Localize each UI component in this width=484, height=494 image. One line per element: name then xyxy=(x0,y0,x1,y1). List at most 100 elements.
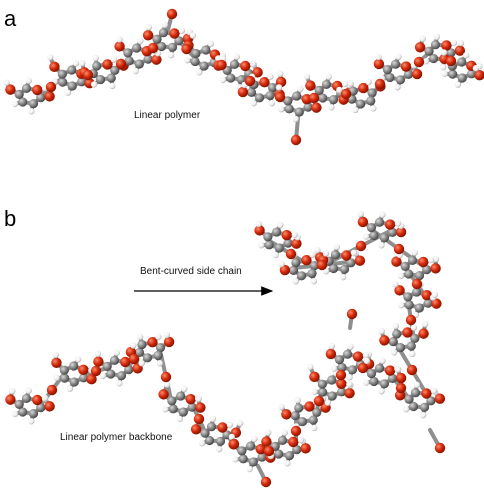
carbon-atom xyxy=(267,83,278,93)
hydrogen-atom xyxy=(209,415,217,423)
carbon-atom xyxy=(288,265,299,275)
carbon-atom xyxy=(410,333,420,344)
carbon-atom xyxy=(385,72,395,83)
carbon-atom xyxy=(419,402,430,412)
hydrogen-atom xyxy=(339,273,347,281)
hydrogen-atom xyxy=(167,51,175,59)
hydrogen-atom xyxy=(307,363,314,371)
hydrogen-atom xyxy=(333,243,341,251)
hydrogen-atom xyxy=(275,84,283,91)
oxygen-atom xyxy=(374,78,386,90)
carbon-atom xyxy=(369,376,379,387)
carbon-atom xyxy=(374,363,385,373)
oxygen-atom xyxy=(325,348,337,360)
oxygen-atom xyxy=(255,443,266,455)
oxygen-atom xyxy=(357,362,369,374)
carbon-atom xyxy=(334,355,345,365)
carbon-atom xyxy=(263,232,273,242)
oxygen-atom xyxy=(181,43,192,55)
carbon-atom xyxy=(403,69,414,79)
hydrogen-atom xyxy=(454,81,462,88)
carbon-atom xyxy=(152,34,162,44)
atom-layer xyxy=(3,8,484,488)
oxygen-atom xyxy=(166,8,178,20)
carbon-atom xyxy=(321,79,332,90)
carbon-atom xyxy=(400,261,410,272)
carbon-atom xyxy=(408,401,419,412)
carbon-atom xyxy=(330,250,341,260)
oxygen-atom xyxy=(291,238,302,249)
carbon-atom xyxy=(428,53,439,64)
carbon-atom xyxy=(403,292,413,302)
hydrogen-atom xyxy=(292,115,299,123)
carbon-atom xyxy=(132,43,142,53)
carbon-atom xyxy=(106,73,116,83)
hydrogen-atom xyxy=(11,100,19,108)
oxygen-atom xyxy=(261,436,272,447)
hydrogen-atom xyxy=(52,351,60,359)
hydrogen-atom xyxy=(378,242,385,249)
hydrogen-atom xyxy=(28,418,35,425)
oxygen-atom xyxy=(358,82,369,94)
hydrogen-atom xyxy=(325,73,332,80)
hydrogen-atom xyxy=(116,380,123,387)
hydrogen-atom xyxy=(219,76,227,84)
carbon-atom xyxy=(137,339,147,350)
oxygen-atom xyxy=(357,216,369,228)
hydrogen-atom xyxy=(392,281,399,288)
carbon-atom xyxy=(382,65,393,75)
oxygen-atom xyxy=(216,59,227,71)
oxygen-atom xyxy=(335,369,347,381)
carbon-atom xyxy=(21,393,32,404)
carbon-atom xyxy=(257,452,267,462)
carbon-atom xyxy=(14,89,24,100)
carbon-atom xyxy=(190,56,200,67)
carbon-atom xyxy=(265,90,275,101)
hydrogen-atom xyxy=(328,104,335,111)
carbon-atom xyxy=(206,422,217,432)
carbon-atom xyxy=(297,416,308,427)
panel-b-label: b xyxy=(4,206,17,231)
hydrogen-atom xyxy=(232,456,239,463)
oxygen-atom xyxy=(237,86,249,98)
hydrogen-atom xyxy=(311,388,318,395)
hydrogen-atom xyxy=(162,406,169,413)
oxygen-atom xyxy=(114,41,125,52)
carbon-atom xyxy=(342,349,353,359)
hydrogen-atom xyxy=(116,36,123,43)
oxygen-atom xyxy=(421,388,432,399)
oxygen-atom xyxy=(46,384,58,396)
carbon-atom xyxy=(156,41,167,52)
hydrogen-atom xyxy=(278,260,285,268)
hydrogen-atom xyxy=(419,35,426,42)
oxygen-atom xyxy=(169,28,180,39)
carbon-atom xyxy=(215,436,226,446)
hydrogen-atom xyxy=(322,250,330,257)
hydrogen-atom xyxy=(362,233,370,240)
oxygen-atom xyxy=(304,401,315,412)
oxygen-atom xyxy=(51,357,62,369)
oxygen-atom xyxy=(346,308,358,320)
hydrogen-atom xyxy=(357,210,364,218)
hydrogen-atom xyxy=(92,54,99,62)
carbon-atom xyxy=(106,369,116,379)
oxygen-atom xyxy=(411,278,423,290)
carbon-atom xyxy=(274,449,284,459)
hydrogen-atom xyxy=(278,403,285,411)
carbon-atom xyxy=(246,441,256,451)
oxygen-atom xyxy=(400,61,412,72)
oxygen-atom xyxy=(281,229,292,241)
hydrogen-atom xyxy=(394,220,402,227)
hydrogen-atom xyxy=(64,89,72,96)
hydrogen-atom xyxy=(268,100,276,107)
oxygen-atom xyxy=(290,425,302,437)
hydrogen-atom xyxy=(113,349,120,356)
hydrogen-atom xyxy=(379,211,386,218)
carbon-atom xyxy=(404,394,414,404)
hydrogen-atom xyxy=(346,374,353,381)
carbon-atom xyxy=(264,240,274,250)
carbon-atom xyxy=(294,403,304,413)
carbon-atom xyxy=(283,238,293,248)
oxygen-atom xyxy=(445,55,457,67)
hydrogen-atom xyxy=(395,53,402,60)
